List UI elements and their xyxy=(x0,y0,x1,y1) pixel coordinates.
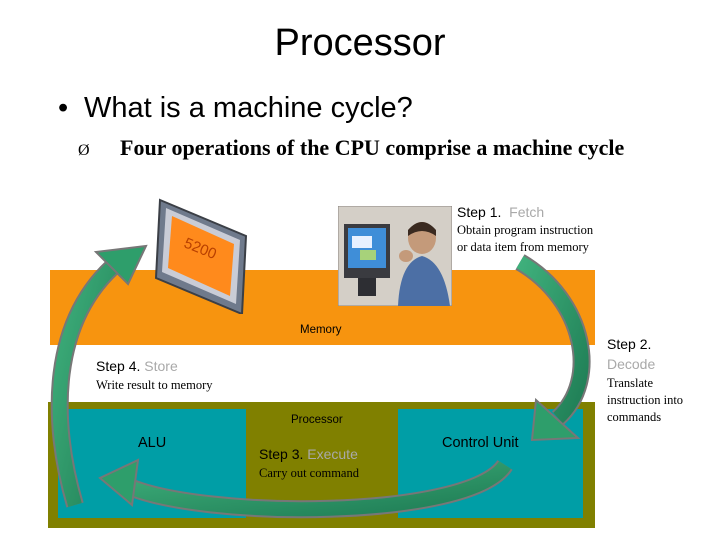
arrowhead-fetch-left xyxy=(93,244,148,286)
bullet-dot: • xyxy=(58,92,69,124)
step1-desc-line1: Obtain program instruction xyxy=(457,223,594,237)
step1-description: Obtain program instruction or data item … xyxy=(457,222,593,256)
arrowhead-decode xyxy=(530,397,581,442)
control-unit-label: Control Unit xyxy=(442,435,519,451)
person-at-computer-icon xyxy=(338,206,452,306)
memory-label: Memory xyxy=(300,324,342,336)
step3-name: Execute xyxy=(307,446,358,462)
processor-label: Processor xyxy=(291,414,343,426)
sub-bullet: Ø Four operations of the CPU comprise a m… xyxy=(78,135,624,161)
alu-label: ALU xyxy=(138,435,167,451)
bullet-text: What is a machine cycle? xyxy=(84,92,413,124)
memory-band xyxy=(50,270,595,345)
step4-description: Write result to memory xyxy=(96,378,213,392)
bullet-question: • What is a machine cycle? xyxy=(58,92,413,125)
step2-desc-line3: commands xyxy=(607,410,662,424)
step2-desc-line1: Translate xyxy=(607,376,654,390)
step2-desc-line2: instruction into xyxy=(607,393,684,407)
step4-title: Step 4. Store xyxy=(96,358,178,374)
step3-prefix: Step 3. xyxy=(259,446,304,462)
arrow-bullet-icon: Ø xyxy=(78,142,90,159)
step3-description: Carry out command xyxy=(259,466,359,480)
step4-name: Store xyxy=(144,358,178,374)
page-title: Processor xyxy=(274,22,446,64)
step2-name: Decode xyxy=(607,356,656,372)
arrowhead-store xyxy=(98,458,140,507)
step1-desc-line2: or data item from memory xyxy=(457,240,589,254)
step2-description: Translate instruction into commands xyxy=(607,375,683,426)
monitor-icon: 5200 xyxy=(154,198,248,314)
step1-title: Step 1. Fetch xyxy=(457,204,544,220)
step1-prefix: Step 1. xyxy=(457,204,502,220)
step1-name: Fetch xyxy=(509,204,545,220)
sub-bullet-text: Four operations of the CPU comprise a ma… xyxy=(120,135,625,160)
step4-prefix: Step 4. xyxy=(96,358,141,374)
step2-prefix: Step 2. xyxy=(607,336,652,352)
step3-title: Step 3. Execute xyxy=(259,446,358,462)
